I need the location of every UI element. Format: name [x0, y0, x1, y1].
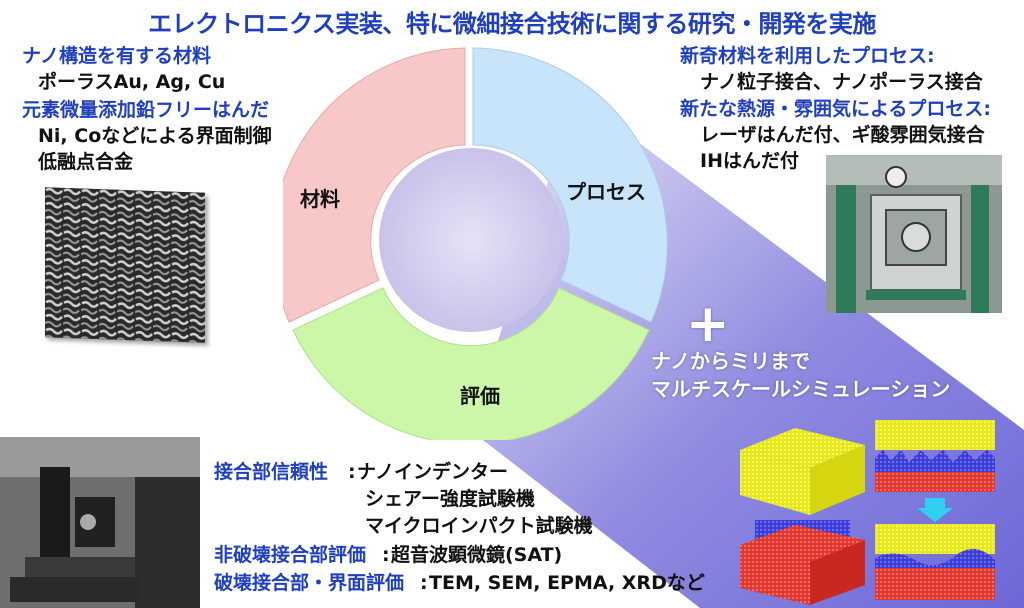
process-heading-heat: 新たな熱源・雰囲気によるプロセス: [680, 98, 992, 120]
destructive-value: TEM, SEM, EPMA, XRDなど [429, 572, 705, 594]
cycle-center [379, 148, 563, 332]
evaluation-equipment-photo [0, 437, 200, 608]
page-title: エレクトロニクス実装、特に微細接合技術に関する研究・開発を実施 [148, 10, 876, 38]
arrow-down-icon [917, 498, 953, 522]
materials-heading-solder: 元素微量添加鉛フリーはんだ [22, 99, 270, 121]
reliability-item-nanoindenter: ナノインデンター [357, 461, 509, 483]
destructive-colon: : [420, 572, 428, 594]
process-item-nano: ナノ粒子接合、ナノポーラス接合 [700, 71, 983, 93]
simulation-line2: マルチスケールシミュレーション [651, 377, 951, 401]
cycle-label-evaluation: 評価 [460, 384, 500, 408]
simulation-line1: ナノからミリまで [651, 349, 810, 373]
process-equipment-photo [826, 155, 1002, 313]
cycle-segment-material [283, 47, 466, 323]
nondestructive-value: 超音波顕微鏡(SAT) [391, 544, 563, 566]
destructive-label: 破壊接合部・界面評価 [214, 572, 405, 594]
plus-sign: + [686, 294, 730, 354]
reliability-item-shear: シェアー強度試験機 [365, 488, 535, 510]
process-heading: 新奇材料を利用したプロセス: [680, 45, 935, 67]
simulation-cross-sections [875, 420, 995, 600]
nondestructive-label: 非破壊接合部評価 [214, 544, 367, 566]
porous-material-micrograph [45, 187, 205, 343]
cycle-diagram [283, 47, 668, 440]
cycle-segment-process [472, 47, 668, 323]
process-item-laser: レーザはんだ付、ギ酸雰囲気接合 [700, 124, 985, 146]
cycle-label-process: プロセス [566, 180, 646, 204]
materials-item-interface: Ni, Coなどによる界面制御 [38, 125, 272, 147]
process-item-ih: IHはんだ付 [700, 150, 799, 172]
materials-heading: ナノ構造を有する材料 [22, 45, 212, 67]
cycle-label-material: 材料 [300, 187, 340, 211]
simulation-3d-block [740, 428, 865, 605]
reliability-label: 接合部信頼性 [214, 461, 329, 483]
materials-item-porous: ポーラスAu, Ag, Cu [38, 71, 226, 93]
materials-item-alloy: 低融点合金 [38, 151, 134, 173]
reliability-item-impact: マイクロインパクト試験機 [365, 515, 593, 537]
nondestructive-colon: : [382, 544, 390, 566]
cycle-segment-evaluation [292, 287, 650, 440]
reliability-colon: : [348, 461, 356, 483]
